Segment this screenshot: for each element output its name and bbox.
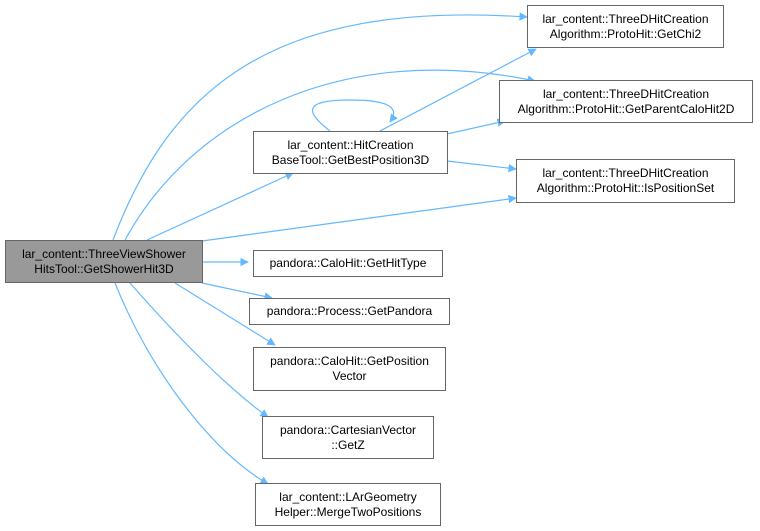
edge-root-to-getpandora (201, 282, 273, 301)
node-protohit-is-position-set[interactable]: lar_content::ThreeDHitCreation Algorithm… (516, 159, 735, 203)
node-protohit-get-chi2[interactable]: lar_content::ThreeDHitCreation Algorithm… (527, 5, 724, 48)
edge-bestpos-to-getchi2 (379, 48, 537, 132)
node-root-get-shower-hit-3d: lar_content::ThreeViewShower HitsTool::G… (5, 240, 203, 283)
edge-root-to-getchi2 (112, 12, 528, 241)
edge-root-to-bestpos (146, 172, 294, 241)
node-protohit-get-parent-calohit-2d[interactable]: lar_content::ThreeDHitCreation Algorithm… (499, 80, 753, 123)
node-geometry-merge-two-positions[interactable]: lar_content::LArGeometry Helper::MergeTw… (255, 483, 441, 526)
edge-root-to-posvector (174, 282, 276, 346)
edge-root-to-getz (129, 282, 269, 418)
edge-bestpos-to-isposset (446, 160, 517, 173)
node-get-best-position-3d[interactable]: lar_content::HitCreation BaseTool::GetBe… (253, 131, 448, 174)
edge-root-to-merge (114, 282, 269, 485)
node-calohit-get-hit-type[interactable]: pandora::CaloHit::GetHitType (253, 250, 443, 277)
edge-bestpos-to-getparent (446, 118, 506, 135)
node-cartesian-vector-get-z[interactable]: pandora::CartesianVector ::GetZ (262, 416, 434, 459)
edge-root-to-isposset (201, 194, 517, 242)
node-process-get-pandora[interactable]: pandora::Process::GetPandora (249, 298, 450, 325)
edge-root-to-getparent (124, 69, 536, 241)
node-calohit-get-position-vector[interactable]: pandora::CaloHit::GetPosition Vector (253, 347, 446, 391)
edge-bestpos-self (311, 99, 398, 132)
